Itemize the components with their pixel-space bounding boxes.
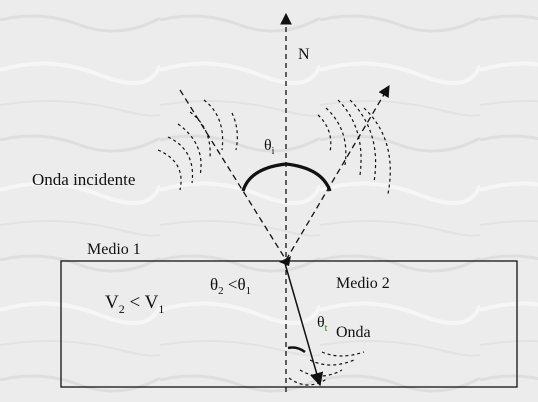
angle-lt: < (224, 275, 238, 294)
reflected-wavefronts (317, 99, 391, 195)
velocity-lt-v1: < V (125, 292, 159, 313)
velocity-sub-1: 1 (158, 302, 164, 316)
theta-t-label: θt (317, 314, 328, 334)
normal-label: N (298, 46, 310, 63)
angle-theta-2: θ (210, 275, 218, 294)
incident-wave-label: Onda incidente (32, 170, 135, 189)
velocity-sub-2: 2 (119, 302, 125, 316)
theta-i-subscript: i (272, 146, 275, 157)
incident-wavefronts (157, 99, 238, 191)
refracted-ray (283, 259, 324, 387)
velocity-v2: V (105, 292, 119, 313)
medium1-label: Medio 1 (87, 241, 141, 258)
theta-t-subscript: t (325, 323, 328, 334)
theta-i-symbol: θ (264, 137, 272, 154)
angle-relation: θ2 <θ1 (210, 275, 251, 297)
reflected-ray (285, 84, 390, 261)
refracted-wave-label: Onda (336, 324, 371, 341)
incidence-point (279, 256, 291, 266)
theta-i-label: θi (264, 137, 275, 157)
angle-sub-1: 1 (246, 285, 252, 297)
refracted-wavefronts (288, 351, 365, 386)
incident-ray (179, 89, 287, 261)
theta-i-arc (241, 162, 332, 192)
angle-theta-1: θ (238, 275, 246, 294)
angle-sub-2: 2 (218, 285, 224, 297)
theta-t-symbol: θ (317, 314, 325, 331)
theta-t-arc (287, 346, 306, 354)
medium2-label: Medio 2 (336, 275, 390, 292)
velocity-relation: V2 < V1 (105, 292, 164, 316)
